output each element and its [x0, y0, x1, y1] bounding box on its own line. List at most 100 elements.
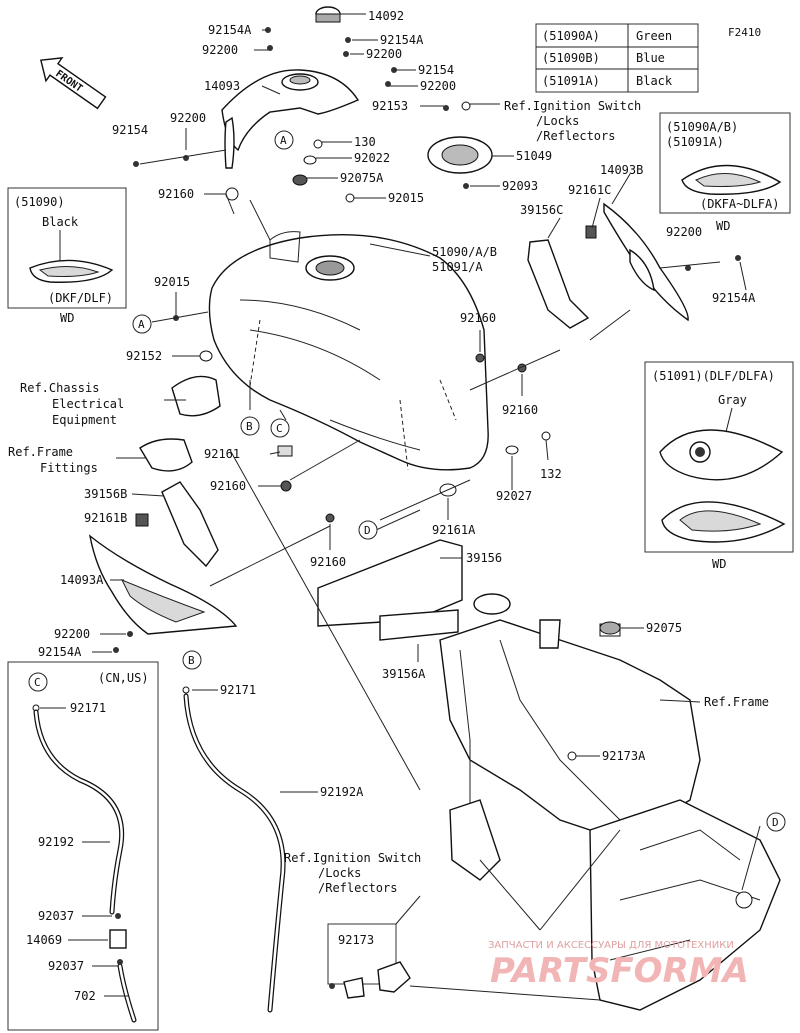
inset-right-tag: WD	[712, 557, 726, 571]
front-arrow-icon: FRONT	[40, 57, 107, 110]
tank-cover	[221, 6, 360, 169]
inset-left-tag: WD	[60, 311, 74, 325]
part-label: 92154A	[38, 645, 82, 659]
pad-39156B	[161, 481, 219, 568]
part-label: 92200	[202, 43, 238, 57]
part-label: 92160	[310, 555, 346, 569]
part-label: 14093	[204, 79, 240, 93]
side-cover-right	[585, 202, 689, 322]
part-label: 92192A	[320, 785, 364, 799]
watermark: ЗАПЧАСТИ И АКСЕССУАРЫ ДЛЯ МОТОТЕХНИКИ PA…	[488, 940, 749, 991]
part-label: 92154A	[712, 291, 756, 305]
part-label: 39156	[466, 551, 502, 565]
part-label: 702	[74, 989, 96, 1003]
inset-left-models: (DKF/DLF)	[48, 291, 113, 305]
part-label: 51091/A	[432, 260, 483, 274]
color-code-2: (51090B)	[542, 51, 600, 65]
color-name-3: Black	[636, 74, 673, 88]
part-label: 92154	[418, 63, 454, 77]
color-code-1: (51090A)	[542, 29, 600, 43]
inset-right-color: Gray	[718, 393, 747, 407]
tag-c-hose: C	[28, 672, 48, 692]
part-label: 92160	[158, 187, 194, 201]
part-label: 14093B	[600, 163, 643, 177]
part-label: 132	[540, 467, 562, 481]
inset-left: (51090) Black (DKF/DLF) WD	[7, 187, 127, 325]
leader-lines	[40, 13, 761, 1001]
inset-top-right: (51090A/B) (51091A) (DKFA~DLFA) WD	[659, 112, 791, 233]
tag-d-frame: D	[766, 812, 786, 832]
chassis-bracket	[171, 375, 221, 417]
pad-39156C	[527, 239, 590, 329]
ignition-lock-parts	[327, 923, 411, 999]
part-label: 92173	[338, 933, 374, 947]
part-label: 92161B	[84, 511, 127, 525]
tag-a-top: A	[274, 130, 294, 150]
part-label: 92022	[354, 151, 390, 165]
inset-tr-title: (51090A/B)	[666, 120, 738, 134]
color-code-3: (51091A)	[542, 74, 600, 88]
svg-text:D: D	[772, 816, 779, 829]
ref-chassis-1: Ref.Chassis	[20, 381, 99, 395]
ref-chassis-3: Equipment	[52, 413, 117, 427]
part-label: 92152	[126, 349, 162, 363]
inset-right: (51091)(DLF/DLFA) Gray WD	[644, 361, 794, 571]
part-label: 92200	[54, 627, 90, 641]
part-label: 92200	[366, 47, 402, 61]
part-label: 14093A	[60, 573, 104, 587]
part-label: 92192	[38, 835, 74, 849]
svg-text:D: D	[364, 524, 371, 537]
svg-text:A: A	[138, 318, 145, 331]
part-label: 92075	[646, 621, 682, 635]
watermark-line1: ЗАПЧАСТИ И АКСЕССУАРЫ ДЛЯ МОТОТЕХНИКИ	[488, 940, 734, 951]
part-label: 92160	[210, 479, 246, 493]
inset-tr-models: (DKFA~DLFA)	[700, 197, 779, 211]
part-label: 92171	[220, 683, 256, 697]
color-table: (51090A) Green (51090B) Blue (51091A) Bl…	[535, 23, 699, 93]
part-labels: 14092 92154A 92200 14093 92154A 92200 92…	[26, 9, 756, 1003]
part-label: 92161C	[568, 183, 611, 197]
color-name-2: Blue	[636, 51, 665, 65]
part-label: 92173A	[602, 749, 646, 763]
inset-tr-title2: (51091A)	[666, 135, 724, 149]
ignition-plate	[427, 136, 493, 174]
svg-text:C: C	[276, 422, 283, 435]
part-label: 51049	[516, 149, 552, 163]
part-label: 92075A	[340, 171, 384, 185]
part-label: 92093	[502, 179, 538, 193]
svg-text:C: C	[34, 676, 41, 689]
group-box-cn-us	[7, 661, 159, 1031]
part-label: 92015	[154, 275, 190, 289]
part-label: 92037	[48, 959, 84, 973]
tag-d-mid: D	[358, 520, 378, 540]
part-label: 92160	[460, 311, 496, 325]
ref-ignition-bottom-2: /Locks	[318, 866, 361, 880]
inset-left-title: (51090)	[14, 195, 65, 209]
part-label: 92171	[70, 701, 106, 715]
part-label: 92154A	[208, 23, 252, 37]
part-label: 14092	[368, 9, 404, 23]
part-label: 92200	[666, 225, 702, 239]
svg-text:B: B	[188, 654, 195, 667]
part-label: 92015	[388, 191, 424, 205]
part-label: 92154	[112, 123, 148, 137]
ref-ignition-bottom-1: Ref.Ignition Switch	[284, 851, 421, 865]
tag-a-left: A	[132, 314, 152, 334]
part-label: 130	[354, 135, 376, 149]
part-label: 14069	[26, 933, 62, 947]
part-label: 92153	[372, 99, 408, 113]
frame	[439, 593, 781, 1011]
part-label: 92027	[496, 489, 532, 503]
part-label: 92161A	[432, 523, 476, 537]
part-label: 51090/A/B	[432, 245, 497, 259]
frame-fitting	[139, 438, 193, 472]
pad-39156A	[379, 609, 459, 641]
tag-b-hose: B	[182, 650, 202, 670]
tag-b-mid: B	[240, 416, 260, 436]
inset-tr-tag: WD	[716, 219, 730, 233]
pad-39156	[317, 539, 463, 627]
part-label: 92154A	[380, 33, 424, 47]
diagram-code: F2410	[728, 26, 761, 39]
part-label: 39156B	[84, 487, 127, 501]
